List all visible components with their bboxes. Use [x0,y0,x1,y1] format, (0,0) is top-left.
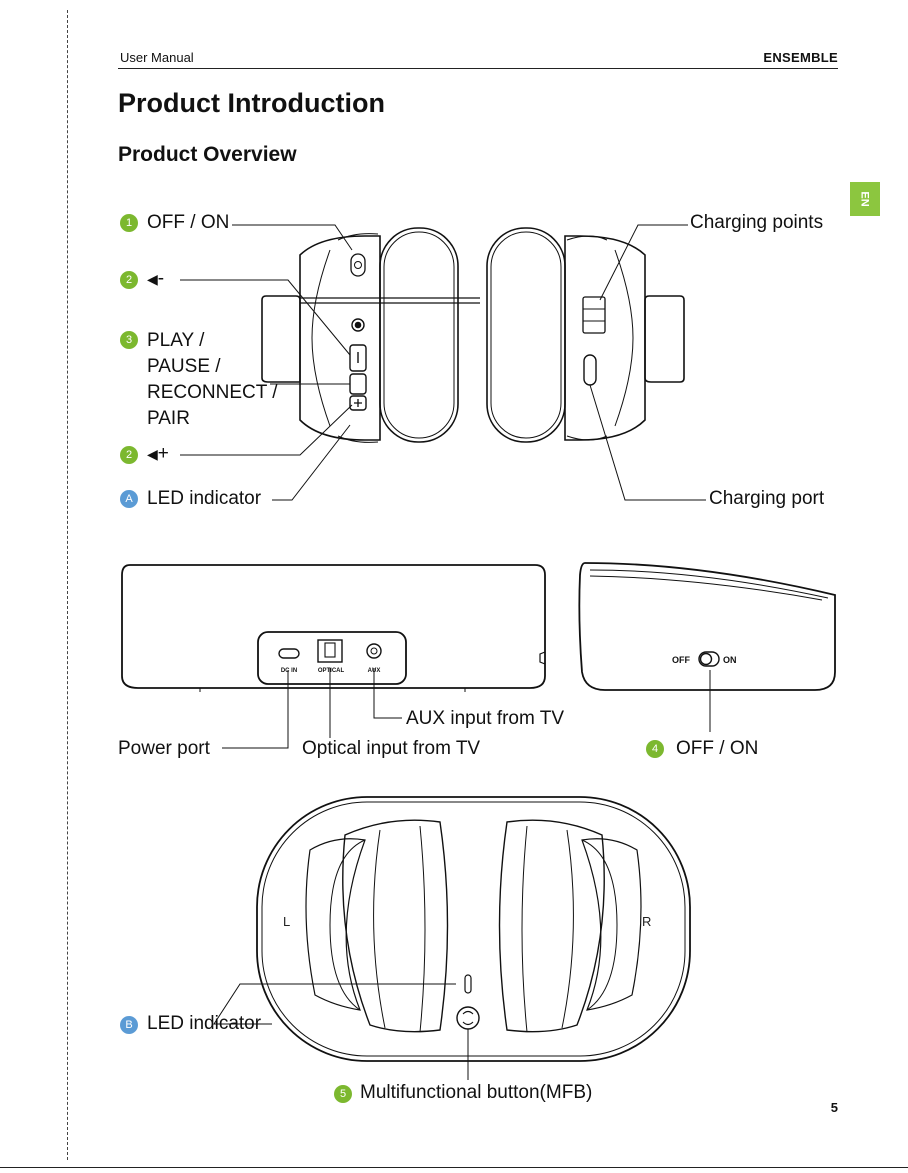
badge-2-down: 2 [120,271,138,289]
bottom-rule [0,1167,908,1168]
label-led-a: LED indicator [147,488,262,509]
badge-1: 1 [120,214,138,232]
label-base-off-on: OFF / ON [676,738,759,759]
port-label-optical: OPTICAL [318,668,345,674]
label-led-b: LED indicator [147,1013,262,1034]
header-left: User Manual [120,50,194,65]
label-charging-port: Charging port [709,488,825,509]
port-label-dcin: DC IN [281,668,297,674]
base-back-drawing [121,564,546,692]
label-play-pause: PLAY / PAUSE / RECONNECT / PAIR [147,330,278,429]
switch-label-on: ON [723,655,737,665]
section-title: Product Overview [118,143,297,166]
speaker-icon: ◀ [147,446,158,462]
badge-3: 3 [120,331,138,349]
badge-2-up: 2 [120,446,138,464]
label-power-port: Power port [118,738,210,759]
label-mfb: Multifunctional button(MFB) [360,1082,593,1103]
label-optical-input: Optical input from TV [302,738,481,759]
port-label-aux: AUX [368,668,381,674]
left-earcup-drawing [261,227,459,443]
dock-right-label: R [642,914,651,929]
cut-line [67,10,68,1160]
dock-drawing [256,796,691,1062]
badge-4: 4 [646,740,664,758]
badge-5: 5 [334,1085,352,1103]
header-rule [118,68,838,69]
right-earcup-drawing [486,227,685,443]
base-side-drawing [578,562,836,691]
speaker-icon: ◀ [147,271,158,287]
label-charging-points: Charging points [690,212,824,233]
label-vol-down: ◀- [147,268,165,289]
label-aux-input: AUX input from TV [406,708,565,729]
switch-label-off: OFF [672,655,690,665]
language-tab: EN [850,182,880,216]
badge-b: B [120,1016,138,1034]
label-off-on: OFF / ON [147,212,230,233]
badge-a: A [120,490,138,508]
dock-left-label: L [283,914,290,929]
page-number: 5 [830,1100,838,1115]
label-vol-up: ◀+ [147,443,169,464]
header-right: ENSEMBLE [763,50,838,65]
page-title: Product Introduction [118,88,385,118]
